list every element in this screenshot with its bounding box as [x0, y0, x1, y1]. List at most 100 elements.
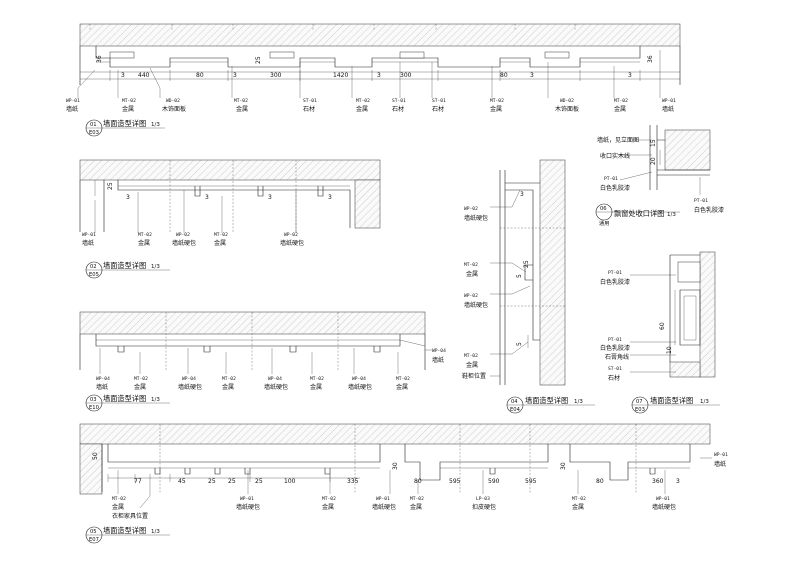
- dim: 36: [96, 55, 103, 63]
- detail-01-dims: 36 3 440 80 3 25 300 1420 3 300 80 3 3 3…: [96, 55, 654, 79]
- material-label: 墙纸硬包: [178, 383, 202, 391]
- detail-03-section: [79, 311, 426, 370]
- material-code: ST-01: [432, 98, 446, 104]
- material-code: WP-04: [432, 348, 446, 354]
- detail-06-section: [649, 125, 711, 190]
- material-code: WP-02: [176, 232, 190, 238]
- dim: 77: [134, 478, 142, 485]
- sheet-reference: E05: [89, 272, 99, 278]
- detail-02-title: 02 E05 墙面造型详图 1/3: [85, 261, 170, 279]
- detail-title: 墙面造型详图: [103, 394, 146, 403]
- material-code: ST-01: [303, 98, 317, 104]
- dim: 300: [270, 72, 282, 79]
- detail-number: 06: [600, 206, 607, 212]
- material-code: WP-01: [656, 496, 670, 502]
- detail-scale: 1/3: [667, 212, 676, 218]
- detail-number: 02: [90, 264, 97, 270]
- dim: 30: [392, 462, 399, 470]
- material-code: MT-02: [464, 353, 478, 359]
- detail-title: 墙面造型详图: [103, 119, 146, 128]
- material-label: 白色乳胶漆: [694, 206, 724, 214]
- sheet-reference: E07: [89, 537, 99, 543]
- material-label: 金属: [466, 361, 478, 369]
- material-label: 木饰面板: [555, 105, 579, 113]
- dim: 100: [284, 478, 296, 485]
- dim: 1420: [333, 72, 348, 79]
- sheet-reference: E03: [89, 130, 99, 136]
- material-label: 石材: [432, 105, 444, 113]
- material-label: 石材: [392, 105, 404, 113]
- dim: 360: [652, 478, 664, 485]
- detail-title: 墙面造型详图: [650, 396, 693, 405]
- detail-scale: 1/3: [574, 399, 583, 405]
- detail-01-callouts: WP-01 墙纸 MT-02 金属 WD-02 木饰面板 MT-02 金属 ST…: [66, 50, 676, 113]
- material-label: 金属: [466, 270, 478, 278]
- material-code: MT-02: [234, 98, 248, 104]
- material-label: 石材: [303, 105, 315, 113]
- material-code: MT-02: [490, 98, 504, 104]
- material-code: WP-01: [66, 98, 80, 104]
- material-code: WP-02: [464, 206, 478, 212]
- material-label: 墙纸硬包: [348, 383, 372, 391]
- material-label: 金属: [356, 105, 368, 113]
- dim: 15: [650, 139, 657, 147]
- material-label: 金属: [396, 383, 408, 391]
- dim: 595: [525, 478, 537, 485]
- detail-02: 25 3 3 3 3 WP-01 墙纸 MT-02 金属 WP-02 墙纸硬包 …: [79, 159, 381, 279]
- dim: 3: [520, 191, 524, 198]
- dim: 3: [205, 194, 209, 201]
- detail-scale: 1/3: [151, 264, 160, 270]
- material-code: LP-03: [476, 496, 490, 502]
- detail-05-section: [79, 423, 711, 495]
- detail-04: 3 5 25 5 WP-02 墙纸硬包 MT-02 金属 WP-02 墙纸硬包 …: [462, 159, 595, 414]
- detail-04-callouts: WP-02 墙纸硬包 MT-02 金属 WP-02 墙纸硬包 MT-02 金属 …: [462, 189, 531, 380]
- material-code: WP-04: [352, 376, 366, 382]
- material-label: 金属: [138, 239, 150, 247]
- dim: 335: [347, 478, 359, 485]
- dim: 50: [92, 452, 99, 460]
- dim: 590: [488, 478, 500, 485]
- material-code: WP-01: [662, 98, 676, 104]
- material-label: 金属: [134, 383, 146, 391]
- material-label: 金属: [322, 503, 334, 511]
- material-code: MT-02: [214, 232, 228, 238]
- dim: 3: [233, 72, 237, 79]
- material-label: 墙纸硬包: [652, 503, 676, 511]
- material-code: MT-02: [122, 98, 136, 104]
- detail-06: 15 20 墙纸，见立面图 收口实木线 PT-01 白色乳胶漆 PT-01 白色…: [595, 125, 724, 227]
- material-label: 墙纸硬包: [464, 301, 488, 309]
- material-label: 墙纸硬包: [172, 239, 196, 247]
- material-code: MT-02: [112, 496, 126, 502]
- material-label: 墙纸: [432, 356, 444, 364]
- material-code: WP-02: [464, 293, 478, 299]
- dim: 60: [659, 322, 666, 330]
- material-label: 墙纸硬包: [236, 503, 260, 511]
- detail-04-dims: 3 5 25 5: [516, 191, 530, 346]
- material-label: 金属: [236, 105, 248, 113]
- dim: 25: [255, 478, 263, 485]
- detail-number: 05: [90, 529, 97, 535]
- dim: 3: [328, 194, 332, 201]
- material-code: PT-01: [608, 270, 622, 276]
- detail-01-title: 01 E03 墙面造型详图 1/3: [85, 119, 165, 137]
- material-code: PT-01: [604, 176, 618, 182]
- material-label: 金属: [222, 383, 234, 391]
- material-label: 金属: [490, 105, 502, 113]
- material-label: 石膏角线: [605, 353, 629, 361]
- material-label: 金属: [614, 105, 626, 113]
- detail-title: 墙面造型详图: [525, 396, 568, 405]
- detail-06-title: 06 通用 飘窗处收口详图 1/3: [595, 203, 680, 227]
- detail-scale: 1/3: [151, 397, 160, 403]
- dim: 300: [400, 72, 412, 79]
- material-code: WP-04: [268, 376, 282, 382]
- detail-03-callouts: WP-04 墙纸 MT-02 金属 WP-04 墙纸硬包 MT-02 金属 WP…: [96, 348, 446, 391]
- detail-04-section: [499, 159, 566, 386]
- sheet-reference: 通用: [599, 219, 609, 227]
- dim: 595: [449, 478, 461, 485]
- detail-scale: 1/3: [700, 399, 709, 405]
- detail-number: 03: [90, 397, 97, 403]
- material-label: 金属: [310, 383, 322, 391]
- material-label: 石材: [608, 374, 620, 382]
- material-code: MT-02: [134, 376, 148, 382]
